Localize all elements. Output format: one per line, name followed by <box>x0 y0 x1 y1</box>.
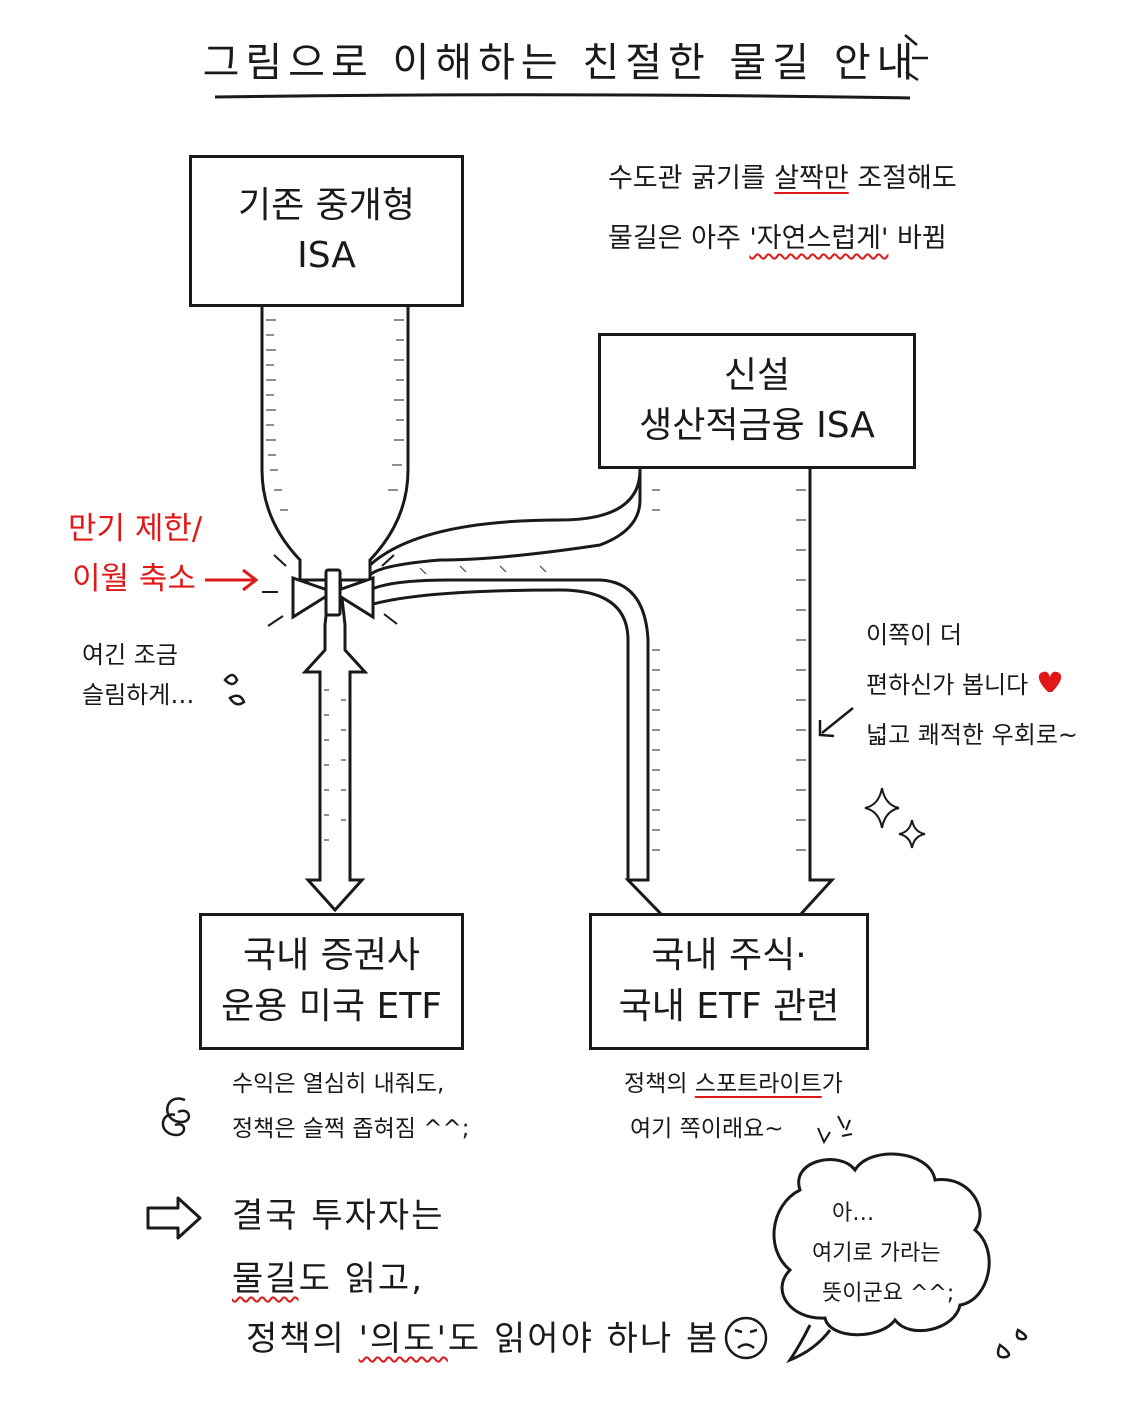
existing-isa-line2: ISA <box>297 235 356 276</box>
top-note-emphasis-1: 살짝만 <box>774 163 849 194</box>
arrow-to-pipe-icon <box>818 707 854 738</box>
new-isa-line2: 생산적금융 ISA <box>639 405 875 446</box>
bubble-line1: 아… <box>832 1201 875 1226</box>
new-isa-line1: 신설 <box>723 354 791 396</box>
right-caption-line2: 여기 쪽이래요~ <box>630 1116 784 1142</box>
swirl-icon <box>161 1097 190 1137</box>
kr-stock-line1: 국내 주식· <box>651 935 807 977</box>
valve-label-line1: 만기 제한/ <box>68 511 203 547</box>
bubble-line3: 뜻이군요 ^^; <box>822 1281 955 1306</box>
valve-emphasis-icon <box>262 554 398 627</box>
surprise-mark-icon <box>817 1115 853 1145</box>
heart-icon <box>1038 671 1062 692</box>
valve-label-line2: 이월 축소 <box>72 561 196 597</box>
existing-isa-box: 기존 중개형 ISA <box>189 155 464 307</box>
conclusion-line2: 물길도 읽고, <box>232 1259 425 1299</box>
title-underline <box>214 93 911 100</box>
kr-stock-line2: 국내 ETF 관련 <box>618 985 840 1027</box>
valve-note-line2: 슬림하게… <box>82 681 195 709</box>
title-emphasis-icon <box>904 34 928 82</box>
valve-note-line1: 여긴 조금 <box>82 641 178 669</box>
right-note-line2: 편하신가 봅니다 <box>866 671 1029 699</box>
conclusion-line1: 결국 투자자는 <box>232 1196 445 1236</box>
right-pipe <box>368 468 836 917</box>
new-isa-box: 신설 생산적금융 ISA <box>598 333 916 469</box>
bubble-line2: 여기로 가라는 <box>812 1241 941 1266</box>
page-title: 그림으로 이해하는 친절한 물길 안내 <box>202 40 920 86</box>
conclusion-emphasis-1: 물길 <box>232 1259 299 1299</box>
existing-isa-line1: 기존 중개형 <box>237 184 416 226</box>
right-note-line1: 이쪽이 더 <box>866 621 962 649</box>
top-note-line1: 수도관 굵기를 살짝만 조절해도 <box>608 163 957 194</box>
top-note-line2: 물길은 아주 '자연스럽게' 바뀜 <box>608 223 947 254</box>
us-etf-line2: 운용 미국 ETF <box>221 985 442 1027</box>
kr-stock-box: 국내 주식· 국내 ETF 관련 <box>589 913 869 1050</box>
left-caption-line1: 수익은 열심히 내줘도, <box>232 1071 445 1097</box>
left-caption-line2: 정책은 슬쩍 좁혀짐 ^^; <box>232 1116 470 1142</box>
hollow-arrow-icon <box>146 1196 202 1240</box>
right-note-line3: 넓고 쾌적한 우회로~ <box>866 721 1079 749</box>
us-etf-box: 국내 증권사 운용 미국 ETF <box>199 913 464 1050</box>
sparkle-icon <box>864 787 926 849</box>
valve-icon <box>291 568 375 620</box>
us-etf-line1: 국내 증권사 <box>242 935 421 977</box>
top-note-emphasis-2: '자연스럽게' <box>749 223 889 254</box>
branch-pipe <box>368 469 642 567</box>
red-arrow-icon <box>205 568 259 592</box>
right-caption-emphasis: 스포트라이트 <box>694 1071 822 1097</box>
conclusion-line3: 정책의 '의도'도 읽어야 하나 봄 <box>246 1319 720 1359</box>
sweat-drop-icon <box>223 673 246 706</box>
frown-face-icon <box>724 1316 768 1360</box>
sweat-drop-icon-2 <box>996 1328 1028 1359</box>
speech-bubble <box>772 1152 991 1337</box>
right-caption-line1: 정책의 스포트라이트가 <box>624 1071 843 1097</box>
conclusion-emphasis-2: '의도' <box>358 1319 448 1359</box>
